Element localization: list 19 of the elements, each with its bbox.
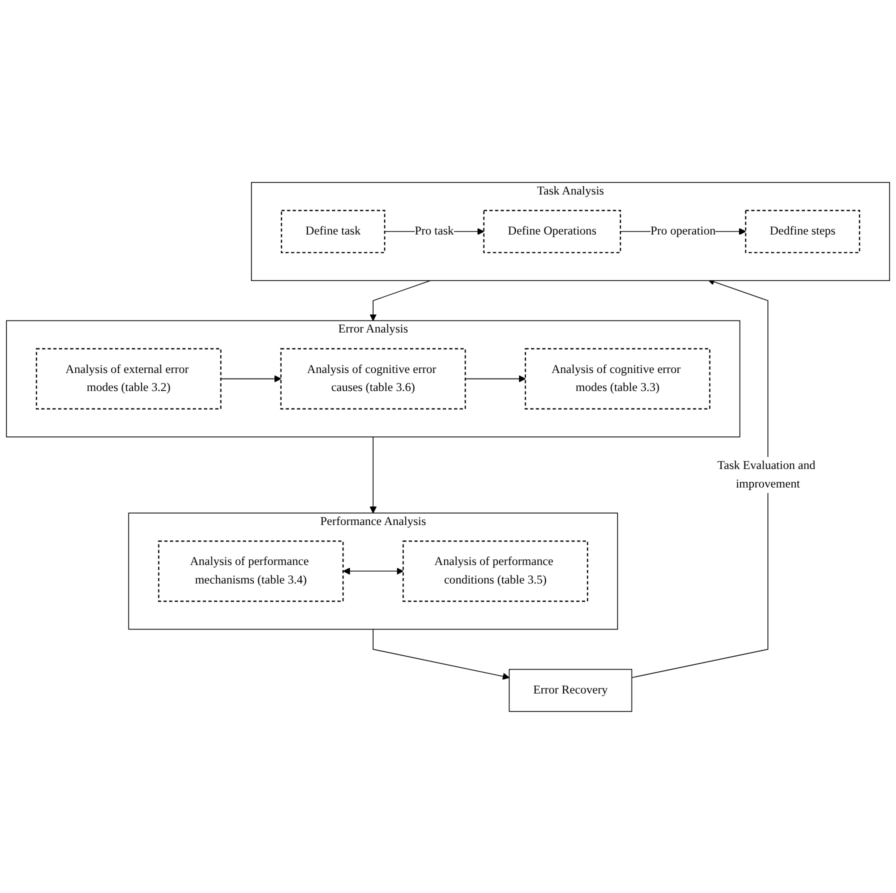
node-box: Analysis of cognitive error causes (table 3.6) <box>280 348 466 410</box>
node-box: Error Recovery <box>508 668 632 712</box>
arrow <box>370 280 431 321</box>
edge-label: Pro task <box>414 224 454 238</box>
node-box: Analysis of cognitive error modes (table 3.3) <box>524 348 710 410</box>
arrow <box>631 278 768 678</box>
arrow <box>372 628 510 680</box>
node-box: Analysis of performance conditions (table 3.5) <box>402 540 588 602</box>
arrow <box>343 567 404 574</box>
node-box: Analysis of external error modes (table 3.2) <box>36 348 222 410</box>
node-box: Dedfine steps <box>745 209 860 253</box>
arrow <box>220 374 282 382</box>
edge-label: Task Evaluation and improvement <box>717 458 816 490</box>
arrow <box>464 374 526 382</box>
node-box: Define Operations <box>483 209 622 253</box>
edge-label: Pro operation <box>650 224 716 238</box>
node-box: Analysis of performance mechanisms (table 3.4) <box>158 540 344 602</box>
node-box: Define task <box>280 209 386 253</box>
arrow <box>370 436 377 513</box>
